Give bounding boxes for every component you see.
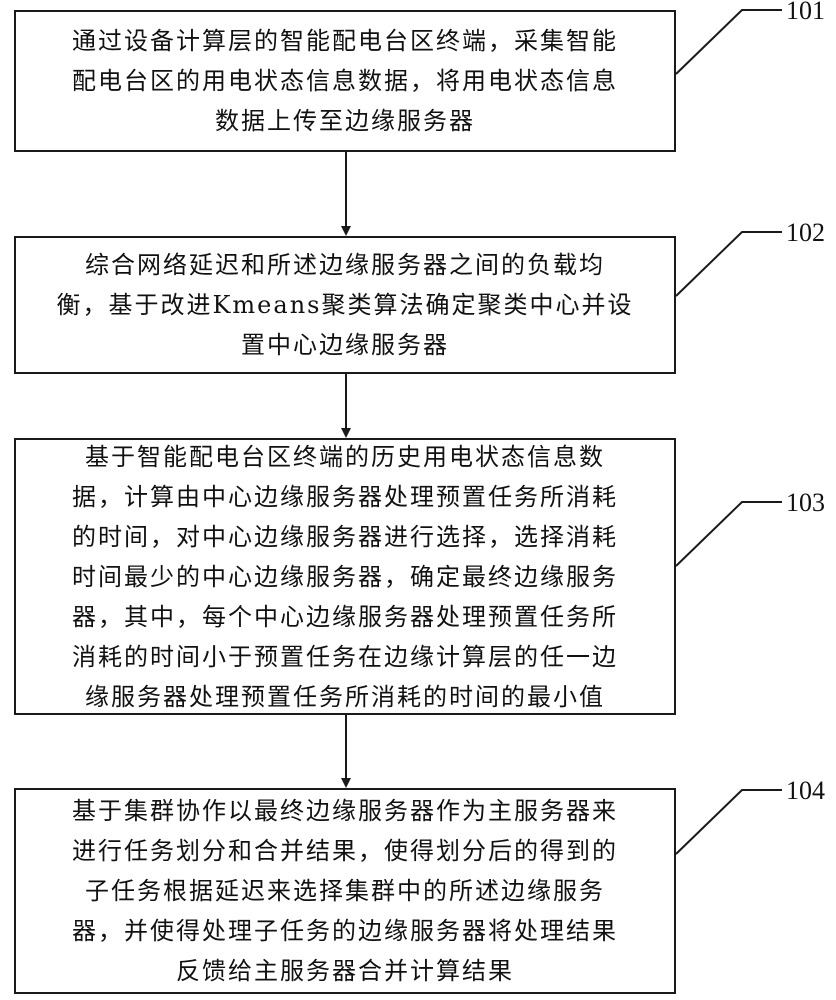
step-label-102: 102 (786, 218, 825, 247)
step-box-102: 综合网络延迟和所述边缘服务器之间的负载均 衡，基于改进Kmeans聚类算法确定聚… (14, 236, 676, 374)
step-text-102: 综合网络延迟和所述边缘服务器之间的负载均 衡，基于改进Kmeans聚类算法确定聚… (56, 251, 634, 359)
step-label-101: 101 (786, 0, 825, 25)
step-box-101: 通过设备计算层的智能配电台区终端，采集智能 配电台区的用电状态信息数据，将用电状… (14, 10, 676, 152)
leader-line-101 (675, 9, 782, 75)
step-text-104: 基于集群协作以最终边缘服务器作为主服务器来 进行任务划分和合并结果，使得划分后的… (72, 797, 618, 985)
leader-line-104 (675, 789, 782, 855)
leader-line-102 (675, 231, 782, 297)
step-box-104: 基于集群协作以最终边缘服务器作为主服务器来 进行任务划分和合并结果，使得划分后的… (14, 788, 676, 994)
leader-line-103 (675, 501, 782, 567)
step-label-103: 103 (786, 488, 825, 517)
step-label-104: 104 (786, 776, 825, 805)
step-text-101: 通过设备计算层的智能配电台区终端，采集智能 配电台区的用电状态信息数据，将用电状… (72, 27, 618, 135)
step-text-103: 基于智能配电台区终端的历史用电状态信息数 据，计算由中心边缘服务器处理预置任务所… (72, 442, 618, 711)
step-box-103: 基于智能配电台区终端的历史用电状态信息数 据，计算由中心边缘服务器处理预置任务所… (14, 438, 676, 715)
